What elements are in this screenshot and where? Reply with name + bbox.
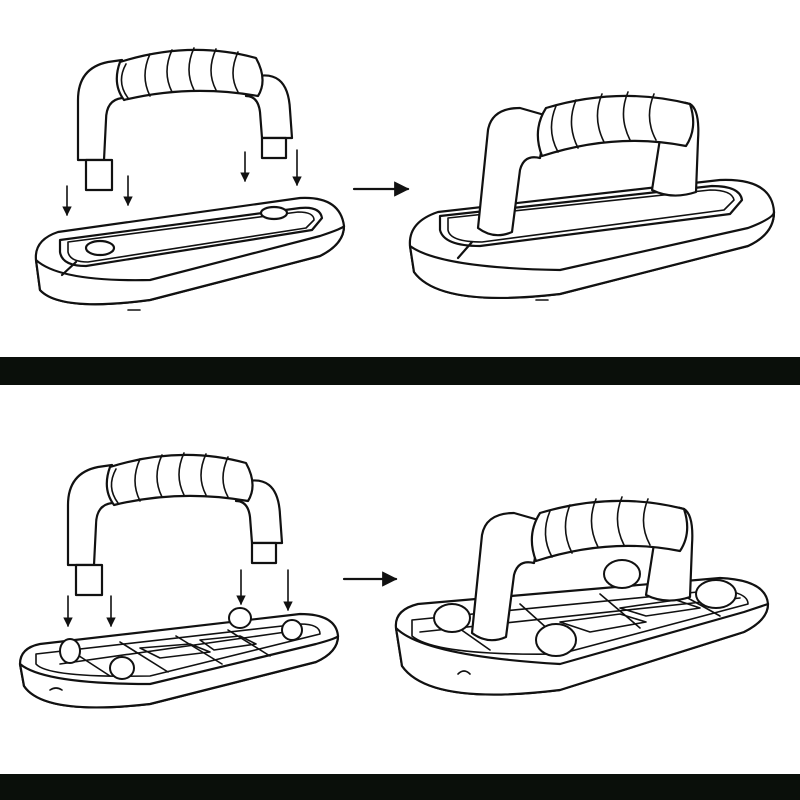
- bottom-step1-wheeled-base: [18, 607, 340, 709]
- top-step1-handle: [76, 46, 294, 192]
- bottom-border: [0, 774, 800, 800]
- bottom-panel: [18, 451, 770, 709]
- bottom-step2-wheeled-base: [394, 559, 770, 696]
- top-step2-flat-base: [408, 178, 776, 301]
- bottom-step1-down-arrows: [63, 569, 293, 627]
- top-step1-flat-base: [34, 196, 346, 311]
- panel-divider: [0, 357, 800, 385]
- top-step1-down-arrows: [62, 149, 302, 216]
- bottom-step1-handle: [66, 451, 284, 597]
- top-panel: [34, 46, 776, 311]
